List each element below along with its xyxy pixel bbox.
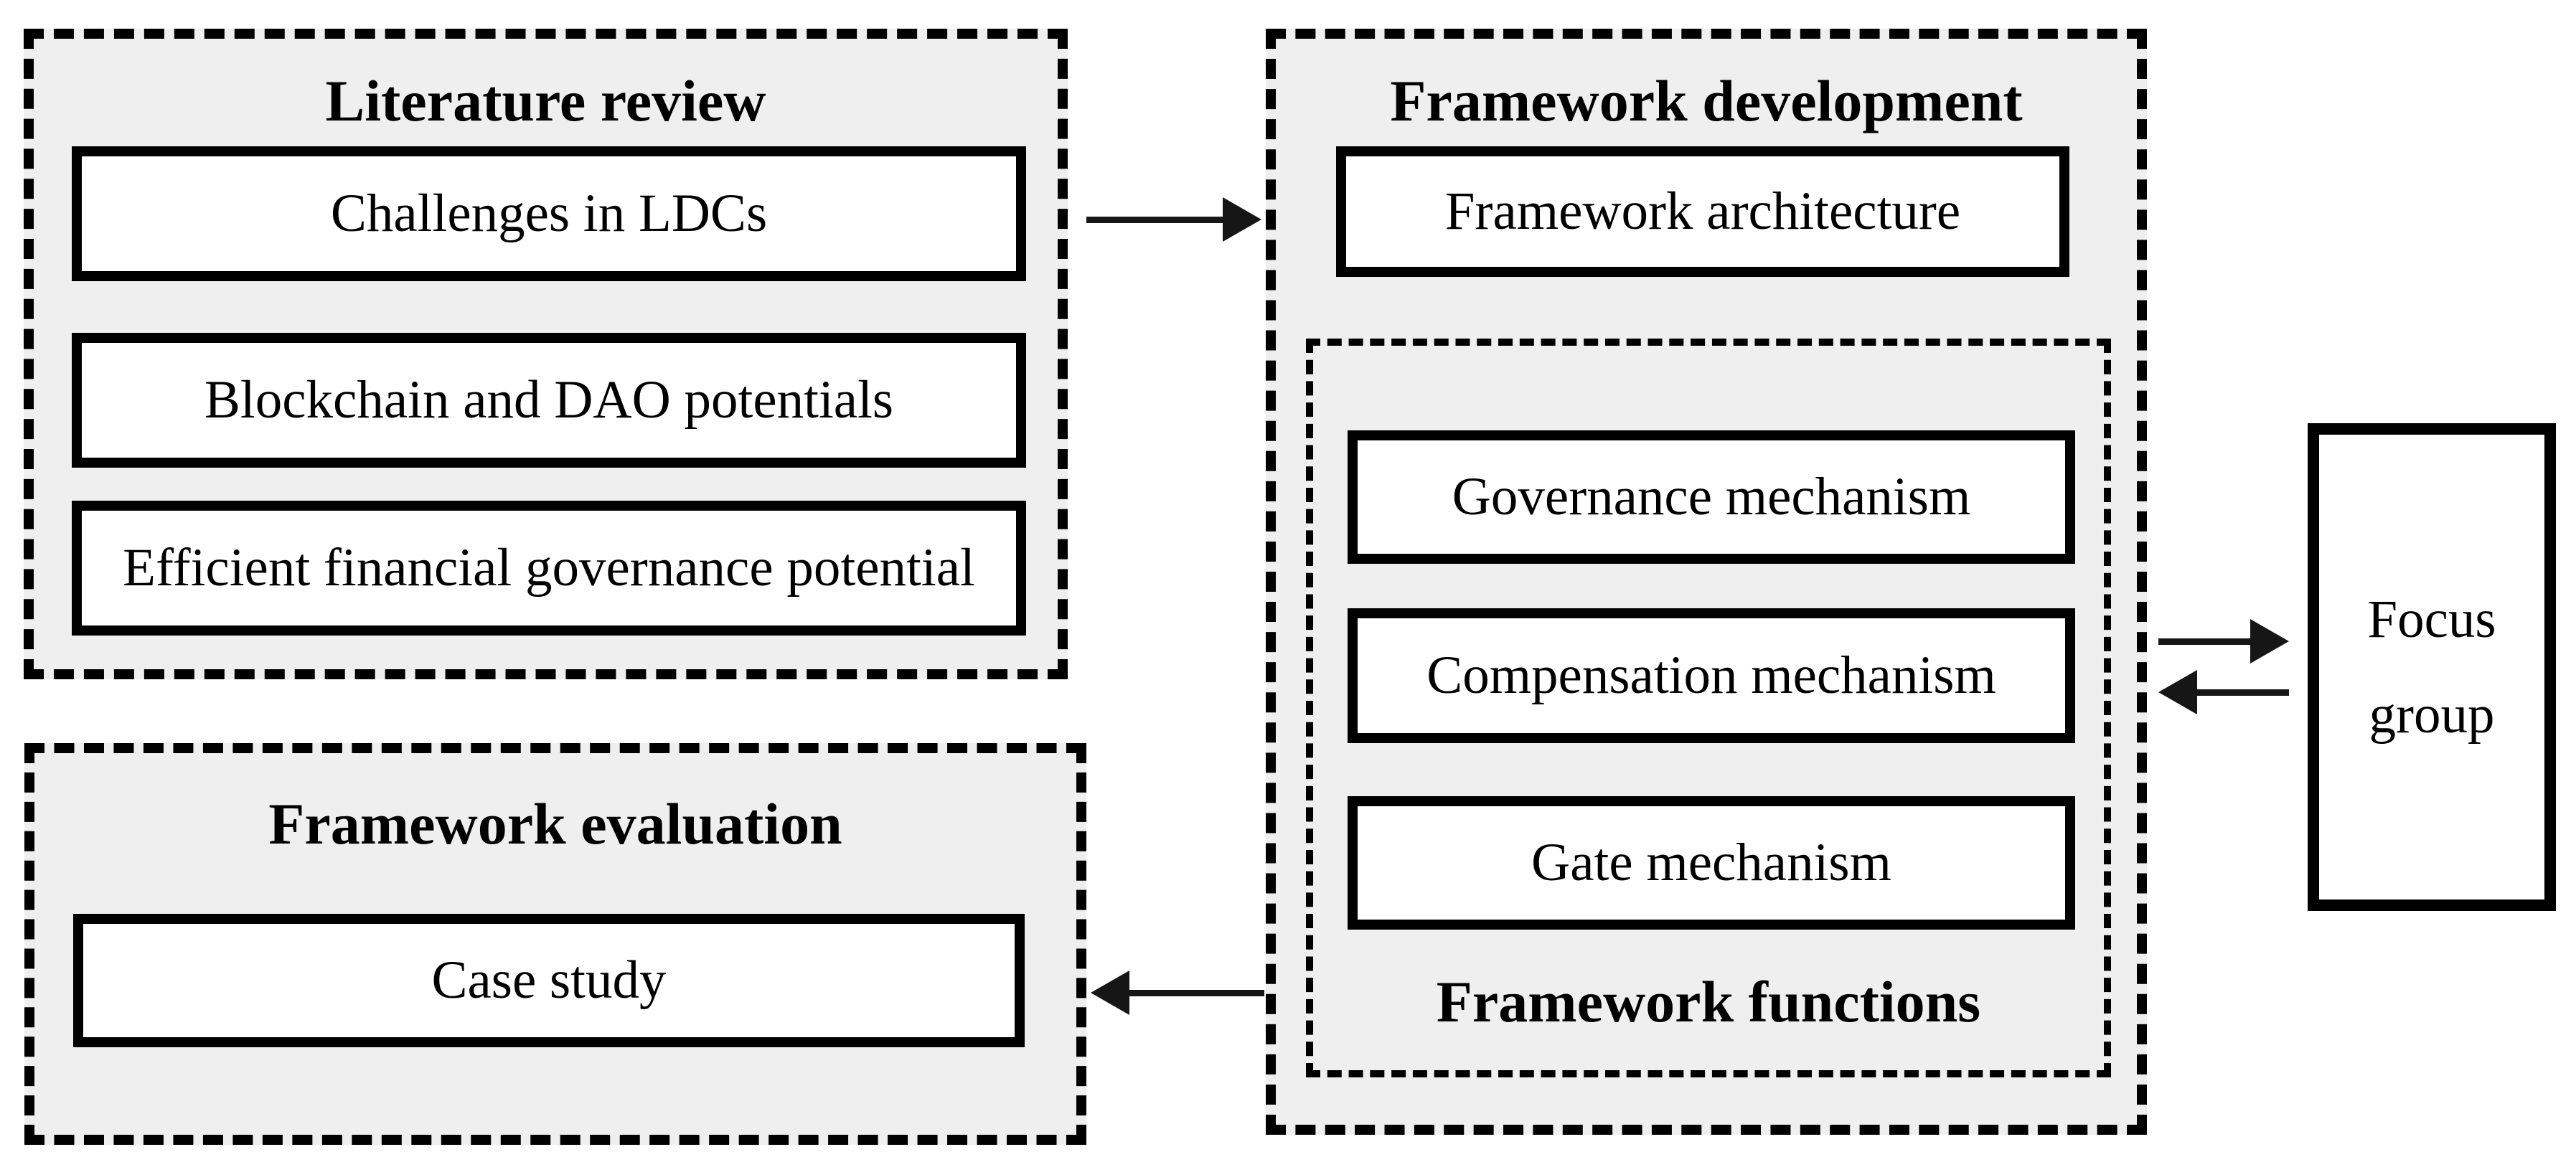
framework-development-title: Framework development (1390, 68, 2023, 133)
box-framework-architecture: Framework architecture (1336, 146, 2069, 277)
focus-group-label-line2: group (2369, 685, 2495, 745)
box-efficient-financial-governance: Efficient financial governance potential (72, 501, 1026, 636)
arrow-shaft (2158, 638, 2267, 645)
focus-group-label-line1: Focus (2367, 590, 2496, 649)
arrow-head-right-icon (1223, 197, 1261, 242)
arrow-head-right-icon (2250, 619, 2289, 663)
box-case-study: Case study (73, 914, 1025, 1047)
literature-review-title: Literature review (325, 68, 766, 133)
arrow-head-left-icon (1091, 971, 1129, 1015)
box-gate-mechanism: Gate mechanism (1348, 796, 2075, 930)
box-governance-mechanism: Governance mechanism (1348, 430, 2075, 564)
box-blockchain-dao-potentials: Blockchain and DAO potentials (72, 333, 1026, 468)
arrow-shaft (1127, 990, 1264, 996)
framework-functions-title: Framework functions (1436, 969, 1981, 1034)
box-focus-group: Focus group (2308, 423, 2556, 911)
arrow-shaft (1086, 217, 1227, 223)
framework-evaluation-title: Framework evaluation (268, 791, 842, 856)
box-challenges-in-ldcs: Challenges in LDCs (72, 146, 1026, 281)
group-framework-functions (1306, 339, 2111, 1077)
arrow-shaft (2194, 689, 2289, 696)
box-compensation-mechanism: Compensation mechanism (1348, 608, 2075, 743)
arrow-head-left-icon (2158, 670, 2197, 714)
